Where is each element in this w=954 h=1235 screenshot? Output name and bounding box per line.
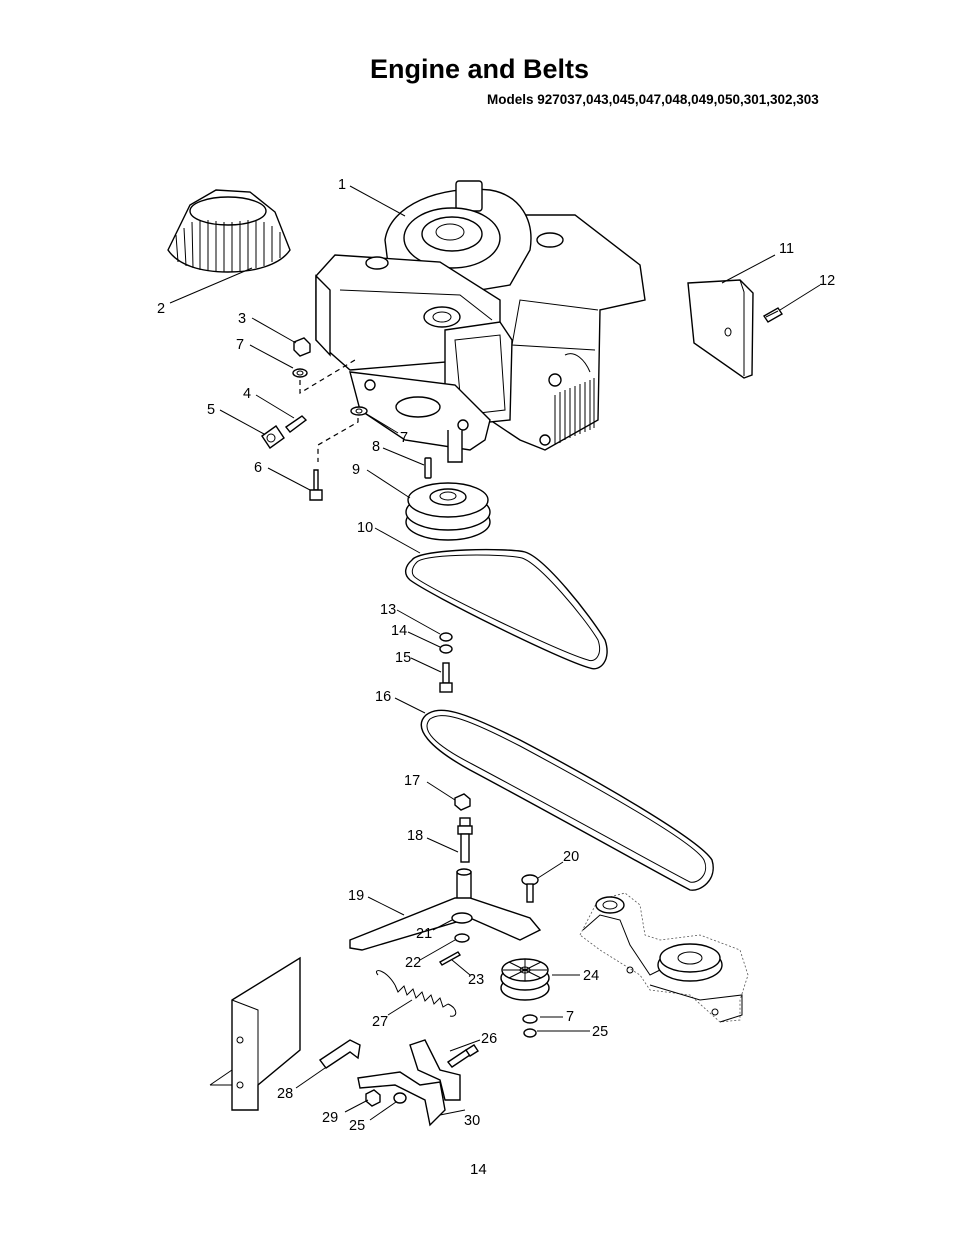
bolt-6-part [309, 469, 323, 501]
callout-12: 12 [819, 273, 835, 289]
nut-29-part [365, 1089, 381, 1107]
callout-15: 15 [395, 650, 411, 666]
callout-23: 23 [468, 972, 484, 988]
page-number: 14 [470, 1161, 487, 1178]
nut-25a-part [523, 1028, 537, 1038]
callout-26: 26 [481, 1031, 497, 1047]
rotating-screen-part [167, 189, 291, 273]
callout-4: 4 [243, 386, 251, 402]
page-title: Engine and Belts [370, 54, 590, 84]
callout-19: 19 [348, 888, 364, 904]
pin-23-part [438, 951, 462, 966]
washer-13-part [439, 632, 453, 642]
callout-30: 30 [464, 1113, 480, 1129]
heat-shield-plate-part [687, 279, 754, 379]
callout-11: 11 [779, 241, 794, 257]
key-8-part [424, 457, 432, 479]
callout-27: 27 [372, 1014, 388, 1030]
washer-7b-part [350, 406, 368, 416]
spring-27-part [376, 970, 457, 1017]
callout-7c: 7 [566, 1009, 574, 1025]
callout-1: 1 [338, 177, 346, 193]
callout-25a: 25 [592, 1024, 608, 1040]
callout-2: 2 [157, 301, 165, 317]
callout-25b: 25 [349, 1118, 365, 1134]
bracket-28-part [318, 1039, 361, 1069]
callout-6: 6 [254, 460, 262, 476]
callout-9: 9 [352, 462, 360, 478]
callout-29: 29 [322, 1110, 338, 1126]
frame-bracket-part [209, 956, 301, 1111]
engine-pulley-9-part [405, 482, 491, 541]
callout-10: 10 [357, 520, 373, 536]
shoulder-bolt-18-part [457, 817, 473, 863]
transmission-pulley-assembly-part [579, 892, 749, 1023]
nut-17-part [454, 793, 471, 811]
nut-3-part [293, 337, 311, 357]
callout-17: 17 [404, 773, 420, 789]
washer-7c-part [522, 1014, 538, 1024]
belt-10-part [405, 548, 608, 670]
lockwasher-14-part [439, 644, 453, 654]
callout-21: 21 [416, 926, 432, 942]
callout-labels: 1 2 3 7 4 5 7 8 6 9 10 11 12 13 14 15 16… [157, 177, 835, 1134]
callout-14: 14 [391, 623, 407, 639]
belt-16-part [420, 709, 714, 891]
callout-3: 3 [238, 311, 246, 327]
nut-25b-part [393, 1092, 407, 1104]
callout-7a: 7 [236, 337, 244, 353]
carriage-bolt-20-part [521, 874, 539, 903]
callout-18: 18 [407, 828, 423, 844]
adapter-5-part [261, 425, 285, 449]
stud-4-part [284, 415, 308, 433]
washer-22-part [454, 933, 470, 943]
callout-24: 24 [583, 968, 599, 984]
callout-13: 13 [380, 602, 396, 618]
callout-28: 28 [277, 1086, 293, 1102]
assembly-dash-line [299, 359, 359, 462]
callout-22: 22 [405, 955, 421, 971]
models-subtitle: Models 927037,043,045,047,048,049,050,30… [487, 92, 819, 107]
callout-5: 5 [207, 402, 215, 418]
callout-7b: 7 [400, 430, 408, 446]
idler-pulley-24-part [500, 958, 550, 1001]
leader-lines [169, 185, 821, 1121]
callout-8: 8 [372, 439, 380, 455]
screw-12-part [763, 307, 783, 323]
callout-20: 20 [563, 849, 579, 865]
bolt-15-part [439, 662, 453, 693]
callout-16: 16 [375, 689, 391, 705]
engine-part [315, 180, 646, 463]
bracket-30-part [357, 1039, 461, 1127]
idler-arm-19-part [349, 868, 542, 951]
washer-7-part [292, 368, 308, 378]
bolt-26-part [446, 1044, 479, 1068]
